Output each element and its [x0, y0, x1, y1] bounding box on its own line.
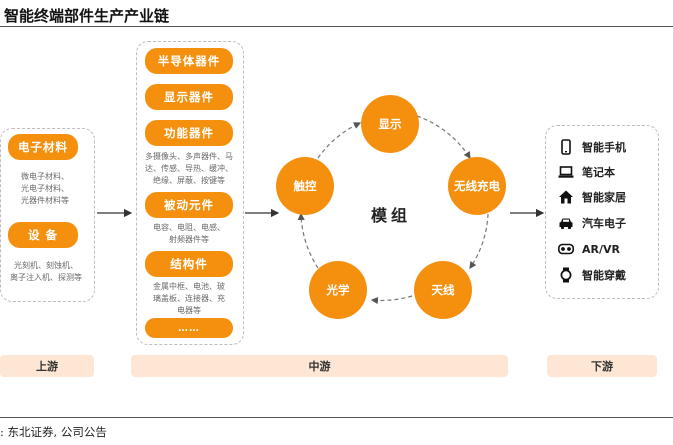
wearable-icon	[558, 267, 574, 283]
cycle-arc-2	[469, 213, 489, 269]
module-node-antenna: 天线	[414, 261, 472, 319]
cycle-arc-3	[370, 295, 413, 305]
midstream-pill-semiconductor: 半导体器件	[145, 48, 233, 74]
downstream-item-car: 汽车电子	[558, 214, 626, 232]
module-node-touch: 触控	[276, 157, 334, 215]
upstream-note-equipment: 光刻机、刻蚀机、 离子注入机、探测等	[10, 261, 82, 282]
cycle-arc-5	[317, 122, 362, 159]
midstream-pill-passive: 被动元件	[145, 192, 233, 218]
page-title: 智能终端部件生产产业链	[4, 7, 170, 25]
module-node-optics: 光学	[309, 261, 367, 319]
midstream-note-passive: 电容、电阻、电感、 射频器件等	[153, 223, 225, 244]
downstream-item-smartphone: 智能手机	[558, 138, 626, 156]
downstream-item-smart-home: 智能家居	[558, 188, 626, 206]
cycle-arc-1	[416, 115, 471, 160]
footer-rule	[0, 417, 673, 418]
upstream-pill-materials: 电子材料	[8, 134, 78, 160]
midstream-pill-functional: 功能器件	[145, 120, 233, 146]
midstream-pill-display: 显示器件	[145, 84, 233, 110]
upstream-pill-equipment: 设 备	[8, 222, 78, 248]
upstream-note-materials: 微电子材料、 光电子材料、 光器件材料等	[21, 172, 69, 205]
module-center-label: 模组	[371, 206, 412, 225]
midstream-pill-more: ……	[145, 318, 233, 338]
smart-home-icon	[558, 189, 574, 205]
cycle-arc-4	[297, 212, 319, 269]
downstream-item-arvr: AR/VR	[558, 240, 620, 258]
midstream-note-structural: 金属中框、电池、玻 璃盖板、连接器、充 电器等	[153, 282, 225, 315]
car-icon	[558, 215, 574, 231]
downstream-item-laptop: 笔记本	[558, 163, 615, 181]
module-node-wireless-charging: 无线充电	[448, 157, 506, 215]
source-note: : 东北证券, 公司公告	[0, 425, 107, 439]
vr-headset-icon	[558, 241, 574, 257]
stage-downstream: 下游	[547, 355, 657, 377]
module-node-display: 显示	[361, 95, 419, 153]
title-rule	[0, 26, 673, 27]
downstream-item-wearable: 智能穿戴	[558, 266, 626, 284]
stage-midstream: 中游	[131, 355, 508, 377]
midstream-pill-structural: 结构件	[145, 251, 233, 277]
midstream-note-functional: 多摄像头、多声器件、马 达、传感、导热、缓冲、 绝缘、屏蔽、按键等	[145, 152, 233, 185]
laptop-icon	[558, 164, 574, 180]
smartphone-icon	[558, 139, 574, 155]
stage-upstream: 上游	[0, 355, 94, 377]
